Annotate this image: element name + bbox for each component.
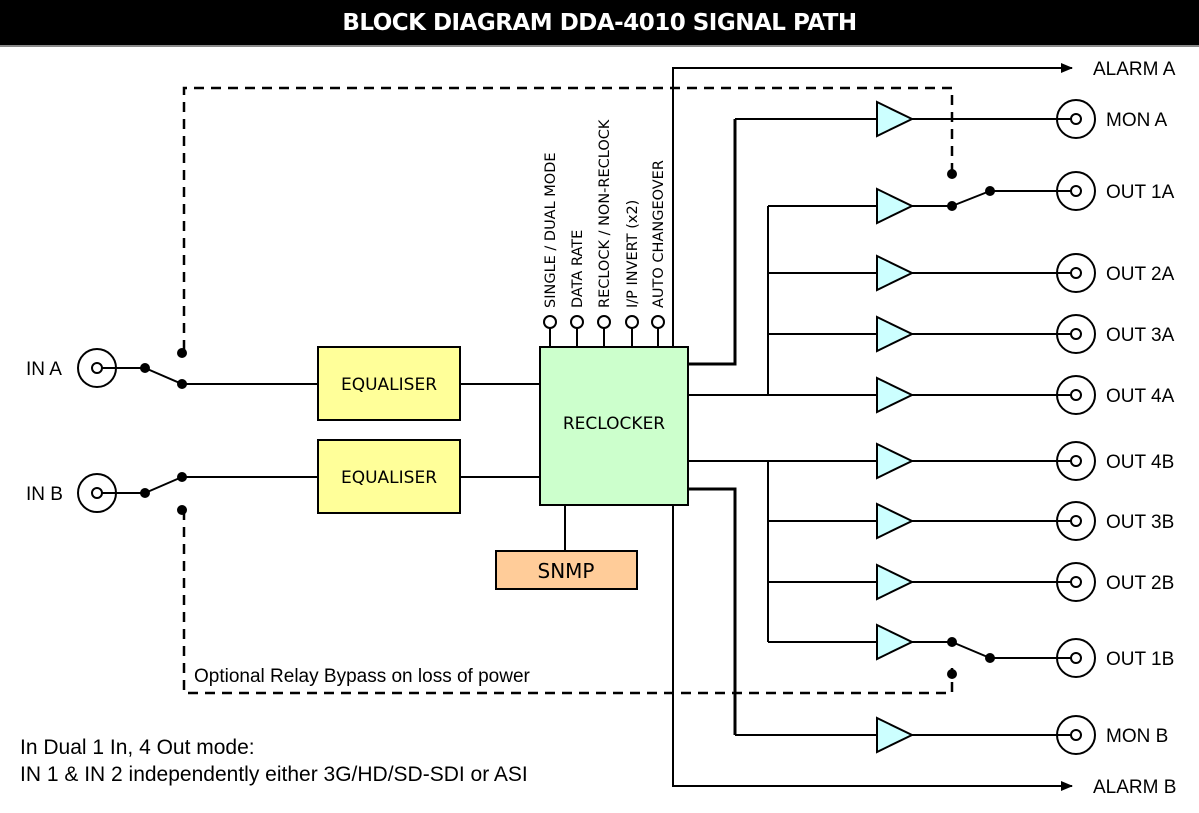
input-a: IN A bbox=[26, 348, 318, 389]
output-out-1b: OUT 1B bbox=[768, 623, 1174, 679]
bnc-connector-icon bbox=[1056, 562, 1096, 602]
equaliser-b-block: EQUALISER bbox=[317, 439, 461, 514]
reclocker-label: RECLOCKER bbox=[563, 414, 665, 434]
bnc-connector-icon bbox=[77, 348, 117, 388]
input-relay-a bbox=[140, 348, 187, 389]
buffer-amplifier-icon bbox=[876, 442, 915, 480]
control-label: RECLOCK / NON-RECLOCK bbox=[597, 119, 613, 308]
input-a-label: IN A bbox=[26, 359, 62, 380]
output-label: OUT 3A bbox=[1106, 325, 1175, 346]
control-label: AUTO CHANGEOVER bbox=[651, 160, 667, 308]
output-out-1a: OUT 1A bbox=[768, 169, 1175, 225]
footer-note-2: IN 1 & IN 2 independently either 3G/HD/S… bbox=[20, 763, 528, 786]
input-b: IN B bbox=[26, 472, 318, 515]
bnc-connector-icon bbox=[1056, 375, 1096, 415]
buffer-amplifier-icon bbox=[876, 563, 915, 601]
bnc-connector-icon bbox=[1056, 99, 1096, 139]
equaliser-a-block: EQUALISER bbox=[317, 346, 461, 421]
reclocker-block: RECLOCKER bbox=[539, 346, 689, 506]
output-buses bbox=[688, 119, 769, 735]
output-label: OUT 2A bbox=[1106, 264, 1175, 285]
output-out-2b: OUT 2B bbox=[768, 562, 1174, 602]
control-terminal-icon bbox=[570, 315, 584, 329]
control-label: SINGLE / DUAL MODE bbox=[543, 152, 559, 308]
alarm-lines bbox=[672, 63, 1073, 791]
buffer-amplifier-icon bbox=[876, 187, 915, 225]
buffer-amplifier-icon bbox=[876, 716, 915, 754]
bnc-connector-icon bbox=[1056, 715, 1096, 755]
control-terminal-icon bbox=[543, 315, 557, 329]
control-terminal-icon bbox=[625, 315, 639, 329]
input-relay-b bbox=[140, 472, 187, 515]
buffer-amplifier-icon bbox=[876, 376, 915, 414]
bnc-connector-icon bbox=[1056, 253, 1096, 293]
control-pin: SINGLE / DUAL MODE bbox=[543, 152, 559, 347]
output-label: MON A bbox=[1106, 110, 1168, 131]
input-b-label: IN B bbox=[26, 484, 63, 505]
control-pin: DATA RATE bbox=[570, 230, 586, 347]
alarm-b-label: ALARM B bbox=[1093, 777, 1176, 798]
footer-note-1: In Dual 1 In, 4 Out mode: bbox=[20, 736, 255, 759]
bnc-connector-icon bbox=[77, 473, 117, 513]
buffer-amplifier-icon bbox=[876, 502, 915, 540]
buffer-amplifier-icon bbox=[876, 254, 915, 292]
control-label: I/P INVERT (x2) bbox=[625, 200, 641, 308]
control-label: DATA RATE bbox=[570, 230, 586, 308]
output-relay-icon bbox=[947, 169, 995, 211]
output-label: OUT 1B bbox=[1106, 649, 1174, 670]
bnc-connector-icon bbox=[1056, 171, 1096, 211]
snmp-block: SNMP bbox=[495, 550, 638, 590]
bypass-note: Optional Relay Bypass on loss of power bbox=[194, 666, 531, 687]
output-out-4a: OUT 4A bbox=[768, 375, 1175, 415]
control-terminal-icon bbox=[651, 315, 665, 329]
alarm-a-line bbox=[672, 63, 1073, 347]
control-pin: AUTO CHANGEOVER bbox=[651, 160, 667, 347]
output-label: OUT 4A bbox=[1106, 386, 1175, 407]
control-pin: RECLOCK / NON-RECLOCK bbox=[597, 119, 613, 347]
outputs: MON A OUT 1A OUT 2A OUT 3A OUT 4A OUT 4B OUT 3… bbox=[735, 99, 1175, 755]
control-pin: I/P INVERT (x2) bbox=[625, 200, 641, 347]
alarm-a-label: ALARM A bbox=[1093, 59, 1176, 80]
buffer-amplifier-icon bbox=[876, 315, 915, 353]
diagram-title: BLOCK DIAGRAM DDA-4010 SIGNAL PATH bbox=[0, 0, 1199, 47]
control-inputs: SINGLE / DUAL MODE DATA RATE RECLOCK / NON… bbox=[543, 119, 667, 347]
output-label: OUT 1A bbox=[1106, 182, 1175, 203]
output-out-3a: OUT 3A bbox=[768, 314, 1175, 354]
alarm-b-line bbox=[672, 505, 1073, 791]
output-out-2a: OUT 2A bbox=[768, 253, 1175, 293]
buffer-amplifier-icon bbox=[876, 100, 915, 138]
output-label: MON B bbox=[1106, 726, 1168, 747]
output-mon-a: MON A bbox=[735, 99, 1168, 139]
bnc-connector-icon bbox=[1056, 441, 1096, 481]
snmp-label: SNMP bbox=[538, 559, 595, 583]
output-label: OUT 2B bbox=[1106, 573, 1174, 594]
bnc-connector-icon bbox=[1056, 314, 1096, 354]
equaliser-b-label: EQUALISER bbox=[341, 468, 437, 488]
output-relay-icon bbox=[947, 637, 995, 679]
control-terminal-icon bbox=[597, 315, 611, 329]
output-out-3b: OUT 3B bbox=[768, 501, 1174, 541]
bnc-connector-icon bbox=[1056, 501, 1096, 541]
relay-bypass-path bbox=[182, 86, 954, 695]
equaliser-a-label: EQUALISER bbox=[341, 375, 437, 395]
bnc-connector-icon bbox=[1056, 638, 1096, 678]
output-label: OUT 4B bbox=[1106, 452, 1174, 473]
output-mon-b: MON B bbox=[735, 715, 1168, 755]
buffer-amplifier-icon bbox=[876, 623, 915, 661]
output-label: OUT 3B bbox=[1106, 512, 1174, 533]
output-out-4b: OUT 4B bbox=[768, 441, 1174, 481]
